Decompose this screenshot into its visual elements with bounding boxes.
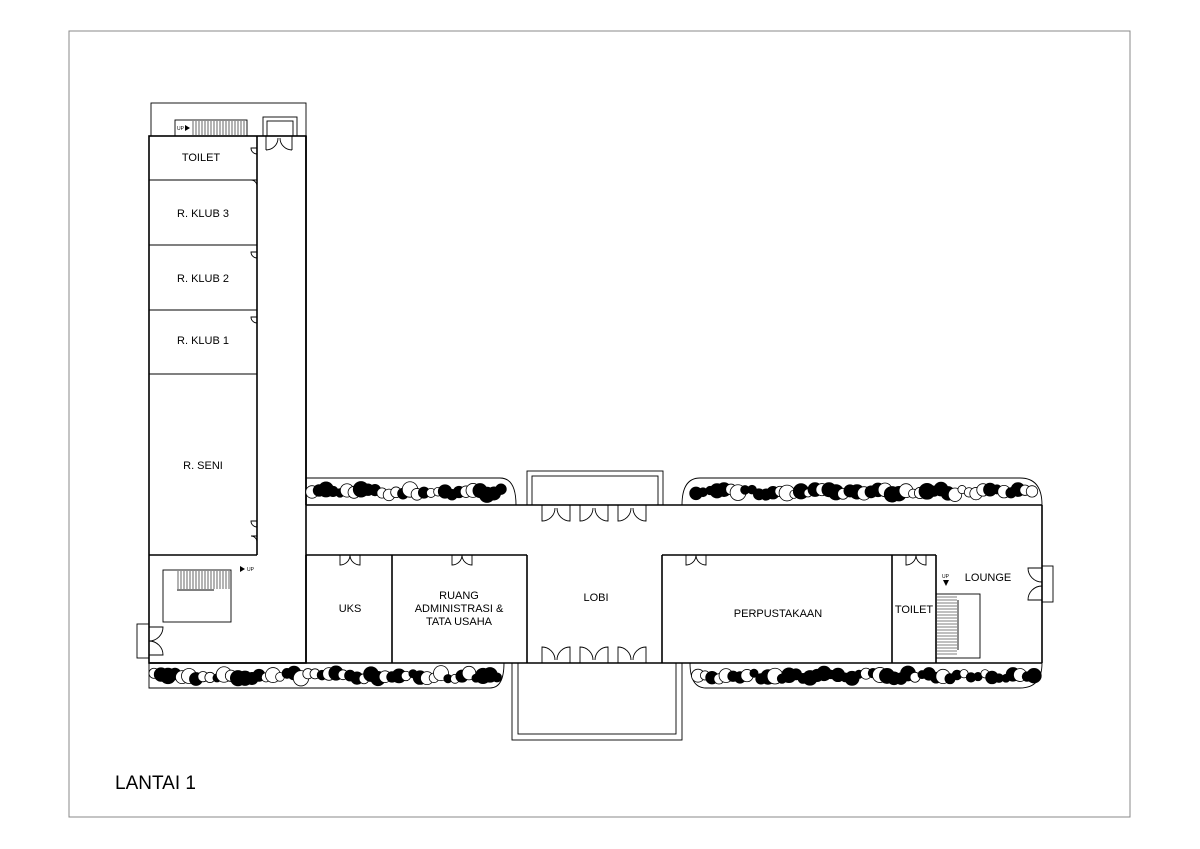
sheet-border [68,30,1131,818]
north-door [265,136,293,151]
room-label-toilet-east: TOILET [895,604,934,616]
room-label-perpustakaan: PERPUSTAKAAN [734,608,822,620]
east-exit-door [1027,565,1054,603]
room-label-klub-3: R. KLUB 3 [177,208,229,220]
room-label-klub-2: R. KLUB 2 [177,273,229,285]
stair-up-mark-west: UP [247,567,255,573]
room-label-klub-1: R. KLUB 1 [177,335,229,347]
west-room-doors [250,147,258,543]
room-label-admin-line-2: ADMINISTRASI & [415,603,504,615]
main-block-walls [149,136,1043,664]
main-room-doors [339,554,927,566]
lobby-north-doors [541,505,647,522]
west-exit-door [136,623,164,659]
east-stair: UP [935,574,981,659]
room-label-admin-line-3: TATA USAHA [426,616,493,628]
lobby-south-doors [541,646,647,663]
south-canopy [511,662,683,741]
stair-up-mark-north: UP [177,126,185,132]
room-label-uks: UKS [339,603,362,615]
north-stair-annex: UP [150,102,307,137]
drawing-title: LANTAI 1 [115,773,196,794]
shrub-hatching [148,481,1042,687]
room-label-toilet-west: TOILET [182,152,221,164]
room-label-lobi: LOBI [583,592,608,604]
room-label-lounge: LOUNGE [965,572,1011,584]
room-label-seni: R. SENI [183,460,223,472]
planter-beds [148,477,1043,689]
north-canopy [526,470,664,506]
stair-up-mark-east: UP [942,574,950,580]
room-label-admin-line-1: RUANG [439,590,479,602]
west-stair: UP [162,566,255,623]
